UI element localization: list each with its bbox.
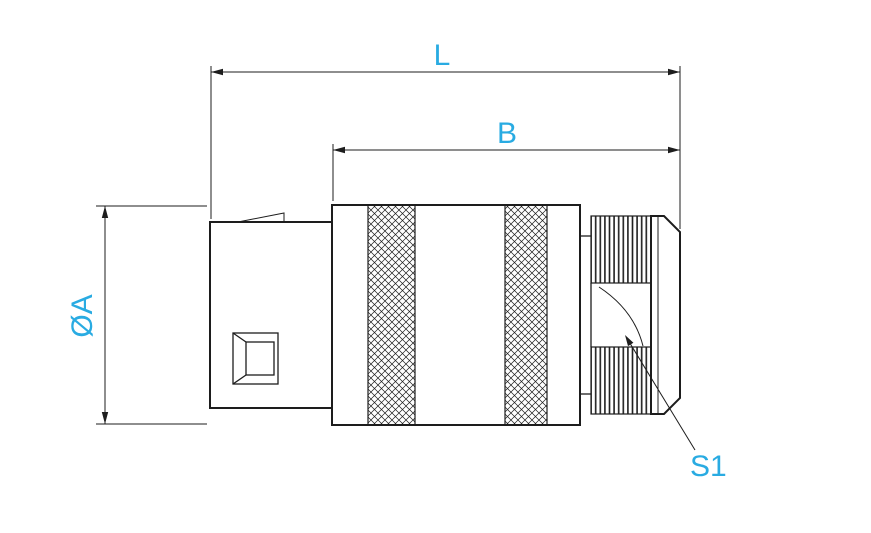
dimension-label-diameter-A: ØA: [66, 294, 99, 337]
backshell-window-inner: [245, 341, 275, 376]
backshell-body: [209, 221, 333, 409]
dimension-B: B: [332, 117, 680, 201]
window-bevel-top: [232, 332, 247, 343]
window-bevel-bottom: [232, 374, 247, 385]
dimension-diameter-A: ØA: [66, 205, 207, 425]
dimension-label-L: L: [434, 39, 451, 72]
leader-arrow-icon: [625, 335, 634, 347]
dimension-L: L: [210, 39, 681, 229]
leader-label-S1: S1: [690, 450, 727, 483]
backshell-window-outer: [232, 332, 279, 385]
nut-surface-arc: [598, 286, 644, 347]
arrow-left-icon: [211, 68, 223, 76]
arrow-right-icon: [668, 68, 680, 76]
arrow-down-icon: [101, 412, 109, 424]
leader-S1: S1: [625, 335, 727, 483]
arrow-left-icon: [333, 146, 345, 154]
knurl-band-left: [367, 204, 416, 426]
arrow-right-icon: [668, 146, 680, 154]
nut-knurl-bottom: [590, 346, 652, 415]
backshell-latch: [237, 212, 285, 223]
knurl-band-right: [504, 204, 548, 426]
connector-barrel: [331, 204, 581, 426]
leader-line: [627, 339, 696, 451]
dimension-label-B: B: [497, 117, 517, 150]
nut-knurl-top: [590, 215, 652, 284]
connector-coupling-nut: [580, 215, 681, 415]
arrow-up-icon: [101, 206, 109, 218]
connector-backshell: [209, 212, 333, 409]
